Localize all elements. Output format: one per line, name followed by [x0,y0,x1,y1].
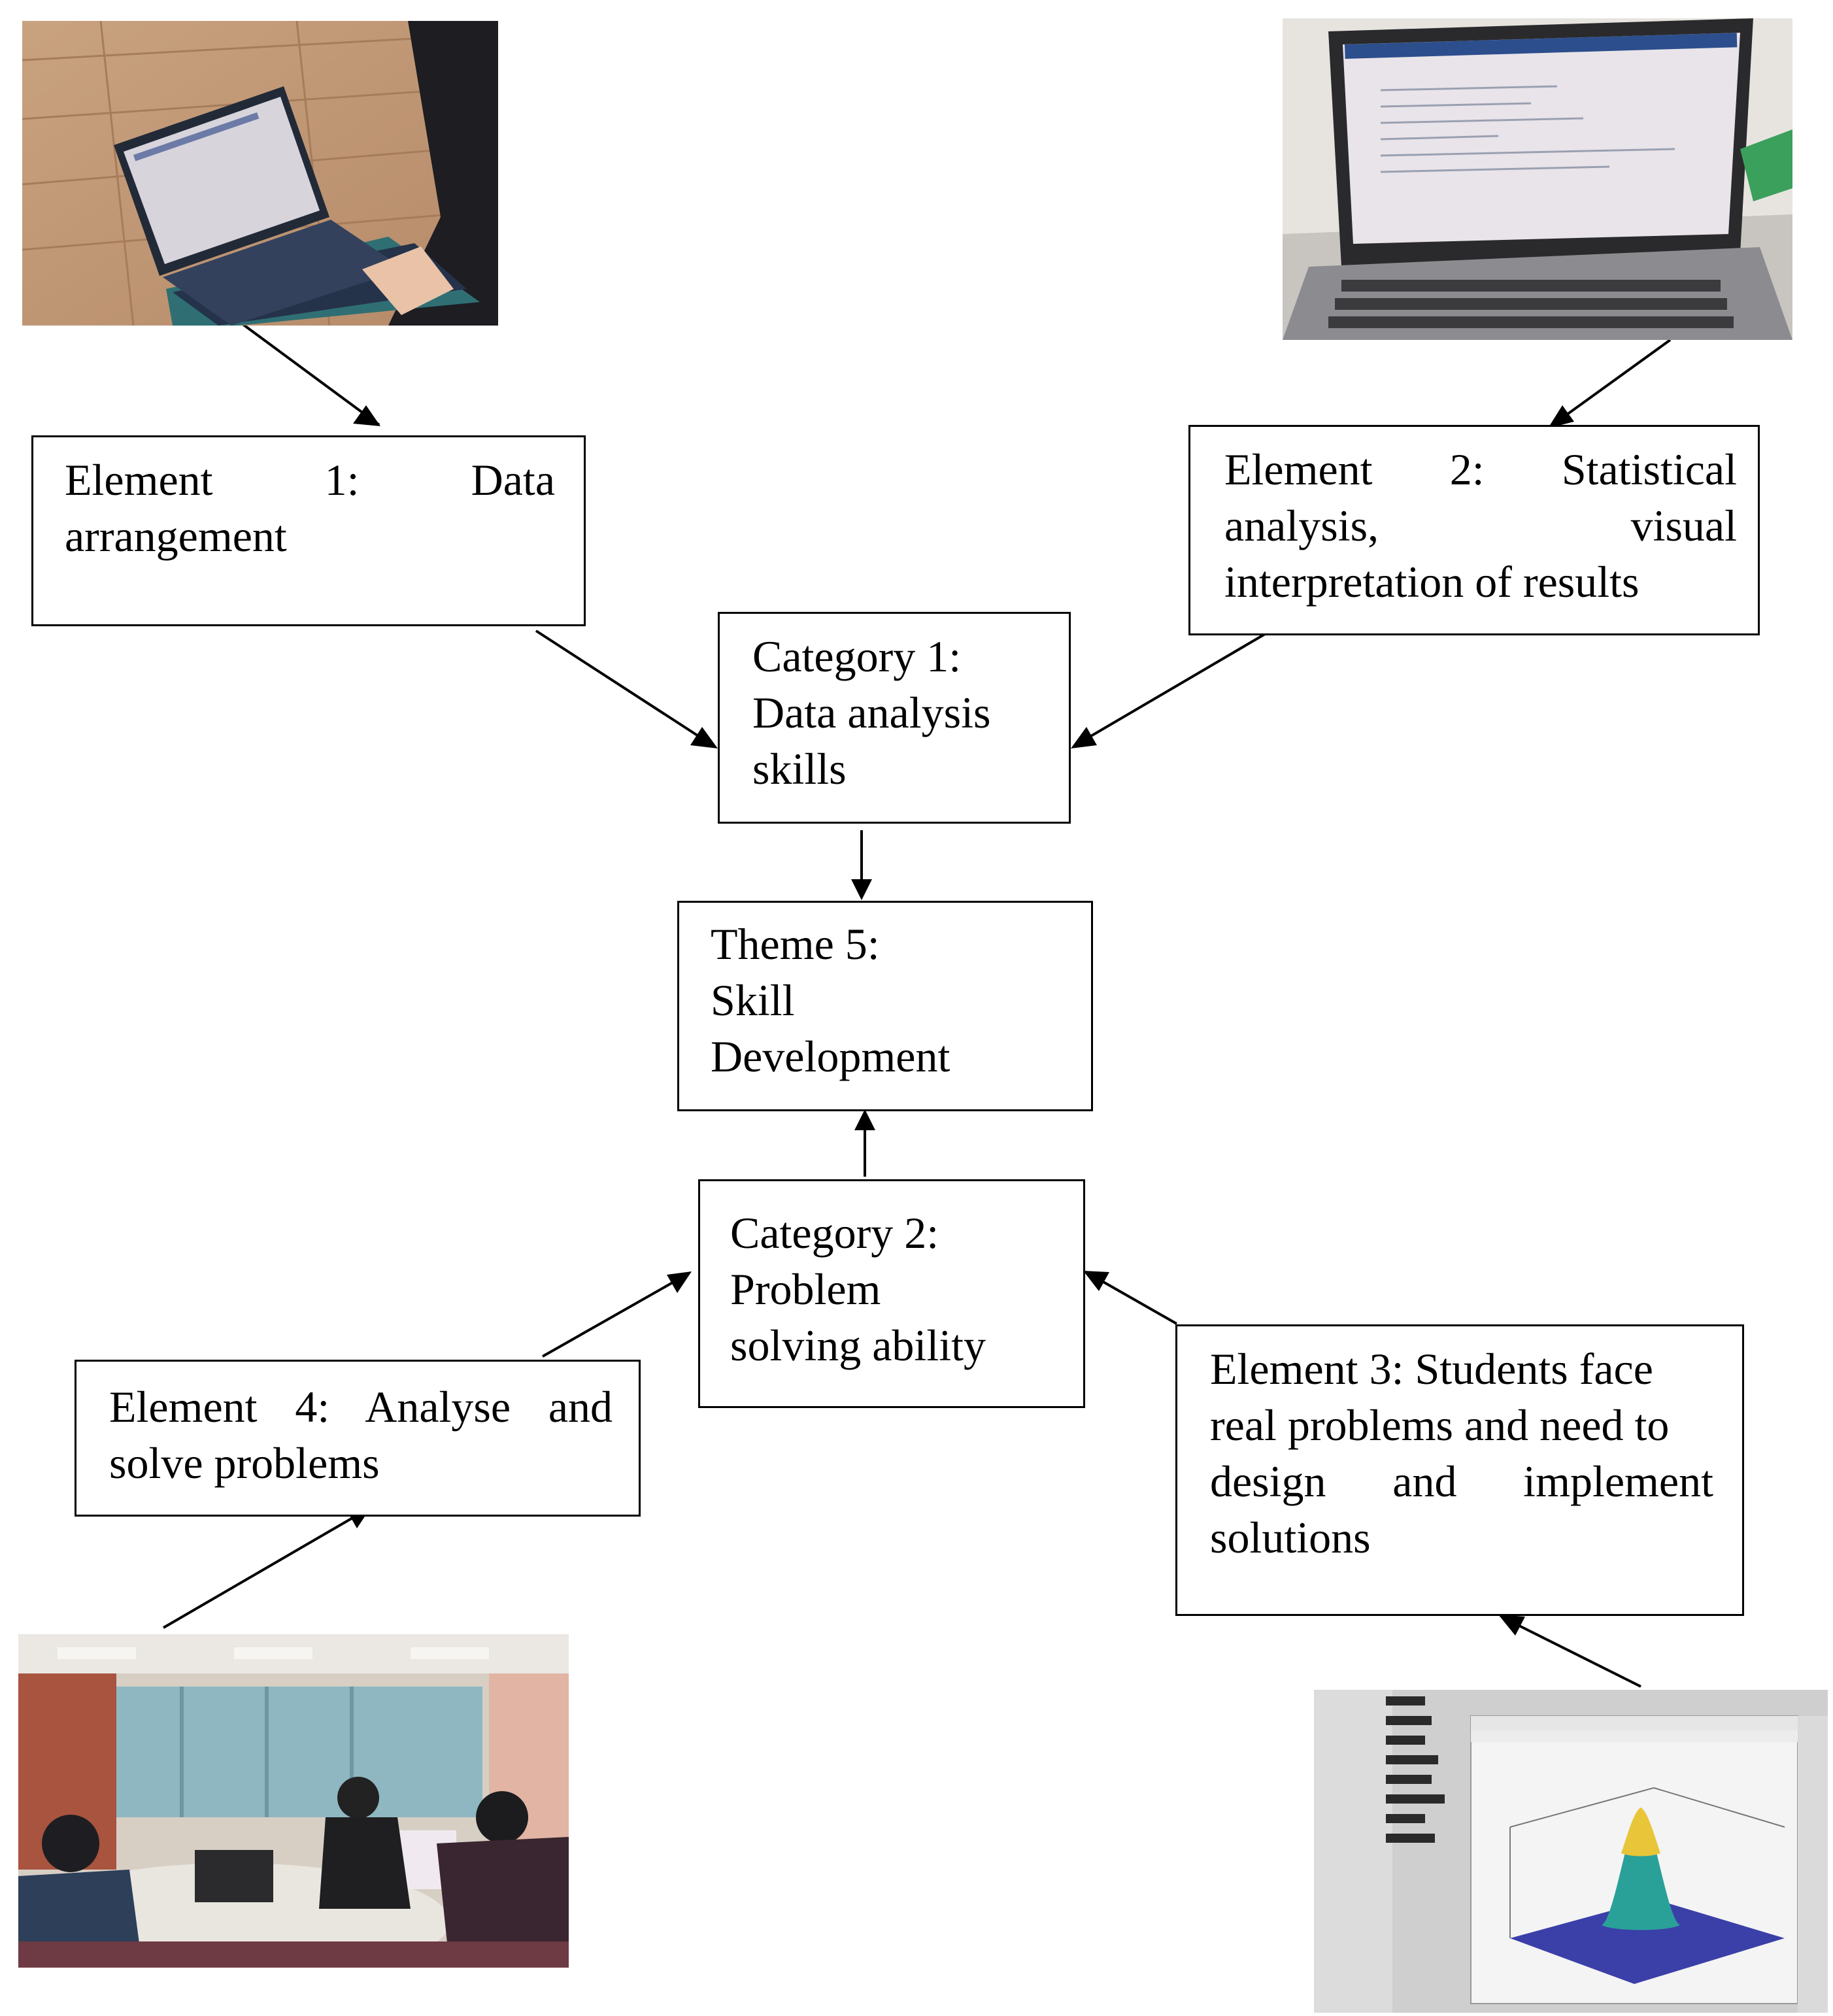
element-4-word: and [548,1382,613,1432]
arrowhead-category1-right [1071,727,1097,748]
element-1-word: Element [65,455,213,505]
element-2-line-2: analysis, visual [1224,497,1737,554]
element-2-box: Element 2: Statistical analysis, visual … [1188,425,1760,635]
element-1-word: Data [471,455,556,505]
arrow-photo2-to-element2 [1551,339,1672,426]
element-1-box: Element 1: Data arrangement [31,435,586,626]
arrowhead-element2 [1548,405,1574,428]
arrowhead-element1 [353,405,380,426]
classroom-students-photo [18,1634,569,1968]
element-3-line-2: real problems and need to [1210,1400,1670,1450]
arrowhead-element3 [1498,1615,1525,1636]
element-2-word: analysis, [1224,501,1379,550]
arrowhead-category2-left [667,1271,692,1293]
element-3-line-4: solutions [1210,1513,1371,1562]
3d-surface-plot-photo [1314,1690,1828,2013]
theme-5-line-3: Development [711,1032,950,1081]
element-2-line-1: Element 2: Statistical [1224,441,1737,497]
element-4-word: Element [109,1382,258,1432]
theme-5-line-1: Theme 5: [711,919,880,969]
element-3-box: Element 3: Students face real problems a… [1175,1324,1744,1616]
category-2-line-3: solving ability [730,1320,986,1370]
element-1-line-2: arrangement [65,511,287,561]
element-2-line-3: interpretation of results [1224,557,1640,607]
arrow-element2-to-category1 [1074,633,1266,747]
element-3-word: design [1210,1456,1326,1506]
element-4-box: Element 4: Analyse and solve problems [75,1360,641,1517]
element-1-word: 1: [324,455,360,505]
element-4-word: 4: [295,1382,330,1432]
arrowhead-theme5-top [851,879,872,900]
category-2-line-1: Category 2: [730,1208,939,1258]
laptop-code-editor-photo [1283,18,1792,340]
arrow-photo4-to-element3 [1503,1617,1641,1688]
arrow-photo3-to-element4 [162,1509,367,1629]
category-1-box: Category 1: Data analysis skills [718,612,1071,824]
element-2-word: visual [1630,501,1737,550]
element-1-line-1: Element 1: Data [65,452,555,508]
category-1-line-2: Data analysis [752,688,991,737]
theme-5-line-2: Skill [711,975,795,1025]
arrow-element1-to-category1 [535,630,714,747]
category-2-line-2: Problem [730,1264,881,1314]
theme-5-box: Theme 5: Skill Development [677,901,1093,1111]
element-4-line-1: Element 4: Analyse and [109,1379,613,1435]
arrow-photo1-to-element1 [241,322,380,426]
element-3-line-3: design and implement [1210,1453,1713,1509]
arrowhead-category1-left [690,727,718,748]
laptop-on-lap-photo [22,21,498,326]
arrowhead-theme5-bottom [854,1109,875,1130]
element-3-word: and [1392,1456,1457,1506]
element-4-word: Analyse [365,1382,511,1432]
arrow-element4-to-category2 [542,1273,687,1358]
element-2-word: Statistical [1561,445,1738,494]
element-3-word: implement [1523,1456,1713,1506]
category-1-line-3: skills [752,744,847,794]
element-2-word: 2: [1449,445,1485,494]
element-3-line-1: Element 3: Students face [1210,1344,1653,1394]
category-2-box: Category 2: Problem solving ability [698,1179,1085,1408]
category-1-line-1: Category 1: [752,631,962,681]
element-2-word: Element [1224,445,1373,494]
element-4-line-2: solve problems [109,1438,380,1488]
arrowhead-category2-right [1083,1271,1109,1291]
